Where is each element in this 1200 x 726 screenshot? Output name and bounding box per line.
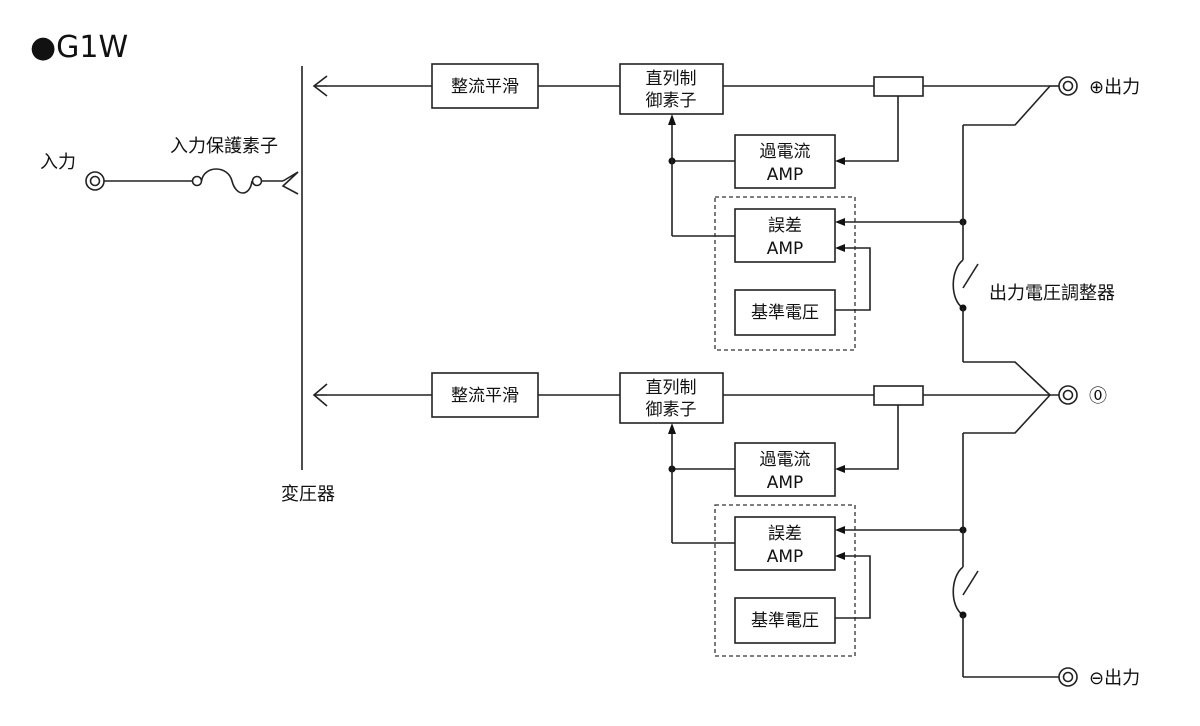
input-terminal-icon [85, 171, 105, 191]
fuse-icon [191, 168, 263, 194]
reference-voltage-label-2: 基準電圧 [751, 611, 819, 631]
series-control-box-1 [619, 63, 724, 115]
diagram-title: ●G1W [30, 30, 128, 65]
reference-voltage-label-1: 基準電圧 [751, 303, 819, 323]
series-control-label-2a: 直列制 [646, 378, 697, 398]
channel-1: 整流平滑 直列制 御素子 過電流 AMP 誤差 AMP 基準電圧 [312, 63, 1115, 362]
output-minus-terminal-icon [1058, 667, 1078, 687]
overcurrent-amp-box-1 [734, 134, 836, 189]
voltage-adjuster-label: 出力電圧調整器 [989, 283, 1115, 304]
input-label: 入力 [40, 152, 76, 173]
channel-2: 整流平滑 直列制 御素子 過電流 AMP 誤差 AMP 基準電圧 [312, 372, 1059, 678]
rectifier-label-2: 整流平滑 [451, 386, 519, 406]
output-zero-label: ⓪ [1089, 386, 1107, 407]
overcurrent-amp-box-2 [734, 442, 836, 497]
error-amp-box-2 [734, 516, 836, 571]
transformer-primary-winding [281, 171, 299, 195]
output-minus-label: ⊖出力 [1089, 668, 1140, 689]
current-sense-resistor-2 [873, 385, 924, 406]
current-sense-resistor-1 [873, 76, 924, 97]
error-amp-label-1a: 誤差 [768, 216, 802, 236]
voltage-adjuster-icon-1 [952, 259, 979, 309]
series-control-label-1b: 御素子 [646, 91, 697, 111]
error-amp-label-2b: AMP [767, 547, 804, 567]
control-group-1 [714, 196, 856, 351]
output-plus-terminal-icon [1058, 76, 1078, 96]
reference-voltage-box-2 [734, 597, 836, 644]
series-control-label-1a: 直列制 [646, 69, 697, 89]
series-control-box-2 [619, 372, 724, 424]
transformer-label: 変圧器 [281, 484, 335, 505]
reference-voltage-box-1 [734, 289, 836, 336]
overcurrent-amp-label-1b: AMP [767, 165, 804, 185]
overcurrent-amp-label-2a: 過電流 [760, 450, 811, 470]
voltage-adjuster-icon-2 [952, 566, 979, 616]
output-zero-terminal-icon [1058, 385, 1078, 405]
overcurrent-amp-label-2b: AMP [767, 473, 804, 493]
rectifier-box-1 [431, 63, 539, 109]
rectifier-label-1: 整流平滑 [451, 77, 519, 97]
series-control-label-2b: 御素子 [646, 400, 697, 420]
error-amp-box-1 [734, 208, 836, 263]
input-protection-label: 入力保護素子 [170, 136, 278, 157]
output-plus-label: ⊕出力 [1089, 77, 1140, 98]
error-amp-label-1b: AMP [767, 239, 804, 259]
error-amp-label-2a: 誤差 [768, 524, 802, 544]
overcurrent-amp-label-1a: 過電流 [760, 142, 811, 162]
control-group-2 [714, 504, 856, 657]
